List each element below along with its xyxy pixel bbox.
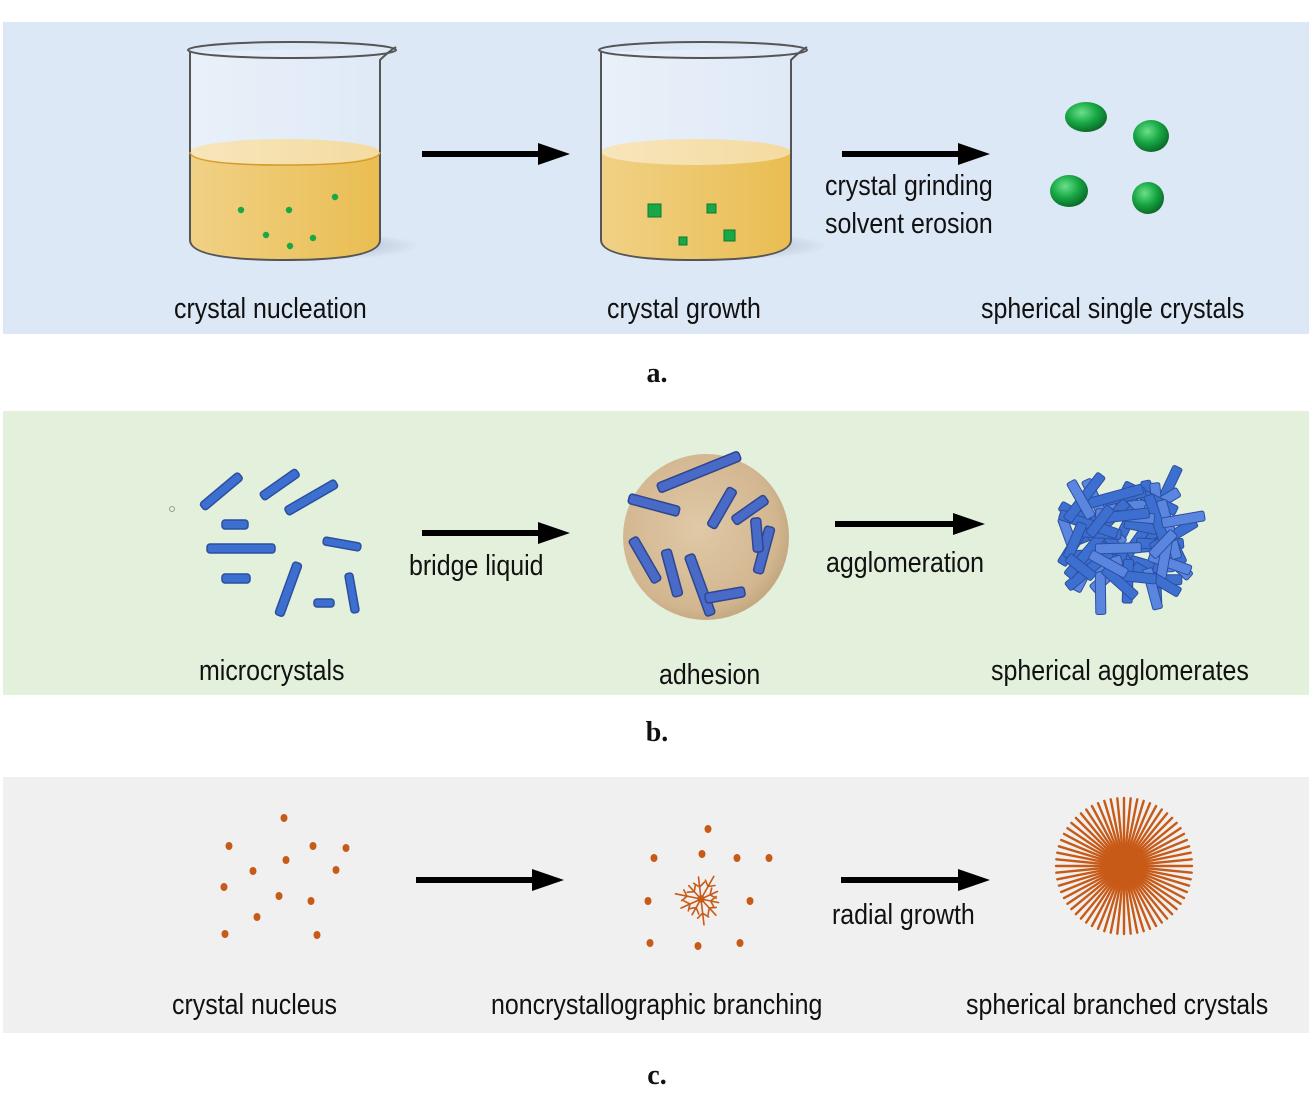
- stage-label-spherical-agglomerates: spherical agglomerates: [991, 655, 1249, 687]
- arrow-a1: [422, 143, 570, 165]
- stage-label-crystal-nucleation: crystal nucleation: [174, 293, 367, 325]
- agglomerate-rod: [1085, 504, 1115, 538]
- agglomerate-rod: [1161, 510, 1206, 529]
- panel-letter-b: b.: [645, 717, 669, 748]
- arrow-a2: [842, 143, 990, 165]
- noncrystallographic-branching: [644, 825, 773, 950]
- microcrystal-rods: [169, 468, 362, 617]
- stage-label-crystal-nucleus: crystal nucleus: [172, 989, 337, 1021]
- arrow-label-bridge-liquid: bridge liquid: [409, 550, 544, 582]
- arrow-c2: [841, 869, 990, 891]
- arrow-label-radial-growth: radial growth: [832, 899, 975, 931]
- growing-crystals: [647, 203, 736, 246]
- arrow-c1: [416, 869, 564, 891]
- agglomerate-rod: [1088, 550, 1129, 579]
- arrow-b1: [422, 522, 570, 544]
- agglomerate-rod: [1101, 565, 1139, 600]
- dendrite-arm: [700, 875, 716, 900]
- beaker-nucleation: [187, 41, 420, 262]
- arrow-label-agglomeration: agglomeration: [826, 547, 985, 579]
- dendrite-arm: [696, 898, 710, 926]
- spherulite-ray: [1122, 858, 1193, 868]
- agglomerate-rod: [1064, 553, 1097, 581]
- nucleus-dots: [220, 814, 350, 939]
- agglomerate-rod: [1066, 479, 1096, 520]
- agglomerate-rod: [1094, 542, 1142, 555]
- stage-label-crystal-growth: crystal growth: [607, 293, 761, 325]
- arrow-label-solvent-erosion: solvent erosion: [825, 208, 993, 240]
- arrow-label-crystal-grinding: crystal grinding: [825, 170, 993, 202]
- stage-label-adhesion: adhesion: [659, 659, 761, 691]
- adhesion-droplet: [623, 451, 789, 620]
- nuclei-dots: [237, 193, 339, 250]
- arrow-b2: [835, 513, 985, 535]
- stage-label-spherical-single-crystals: spherical single crystals: [981, 293, 1245, 325]
- spherical-single-crystals: [1050, 102, 1169, 214]
- stage-label-spherical-branched-crystals: spherical branched crystals: [966, 989, 1269, 1021]
- stage-label-noncrystallographic-branching: noncrystallographic branching: [491, 989, 823, 1021]
- beaker-growth: [598, 41, 828, 262]
- panel-letter-c: c.: [647, 1060, 667, 1091]
- stage-label-microcrystals: microcrystals: [199, 655, 345, 687]
- dendrite-arm: [674, 889, 702, 902]
- agglomerate-rod: [1094, 569, 1107, 616]
- spherical-agglomerate: [1057, 465, 1206, 616]
- agglomerate-rod: [1148, 529, 1178, 559]
- spherical-branched-crystal: [1054, 796, 1194, 936]
- dendrite-core: [697, 895, 705, 903]
- panel-letter-a: a.: [646, 358, 668, 389]
